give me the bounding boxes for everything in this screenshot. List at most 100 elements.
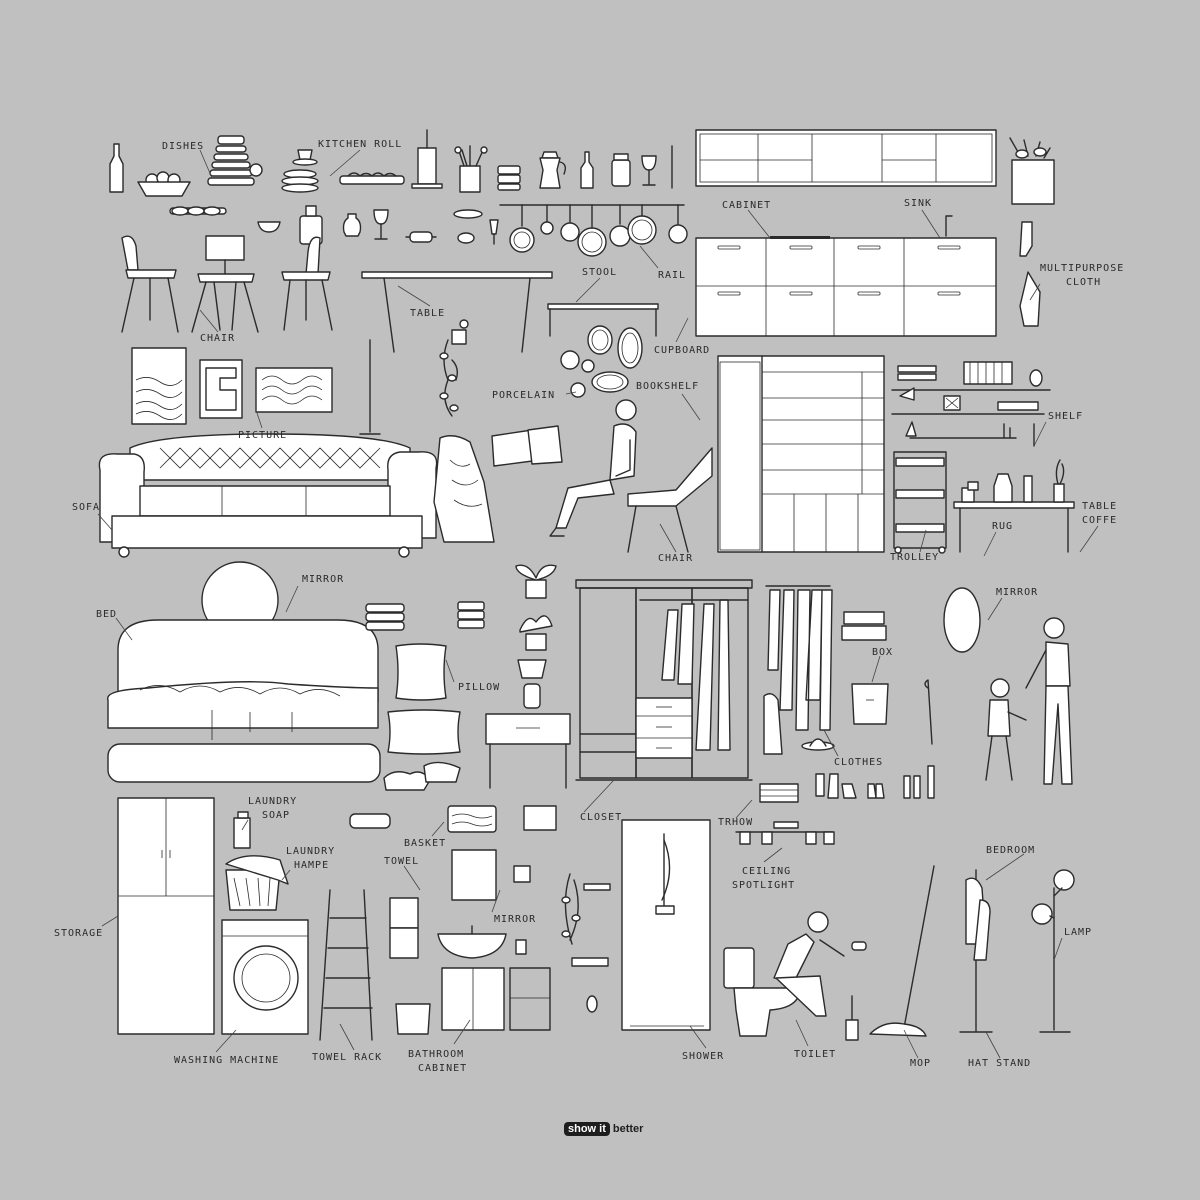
oval-mirror xyxy=(943,587,981,653)
table-lamp-icon xyxy=(517,659,547,709)
label-bedroom: BEDROOM xyxy=(986,845,1035,856)
label-cabinet: CABINET xyxy=(722,200,771,211)
trolley xyxy=(893,451,947,554)
armchair-icon xyxy=(627,447,713,553)
label-chair-2: CHAIR xyxy=(658,553,693,564)
label-sink: SINK xyxy=(904,198,932,209)
leader-lines xyxy=(97,149,1099,1059)
kitchen-cabinet xyxy=(695,215,997,337)
kitchen-roll-icon xyxy=(411,129,443,189)
bed xyxy=(107,619,381,783)
champagne-glass-icon xyxy=(489,219,499,245)
label-cupboard: CUPBOARD xyxy=(654,345,710,356)
picture-frame xyxy=(199,359,243,419)
utensil-holder-icon xyxy=(454,145,488,193)
dining-table xyxy=(361,271,553,353)
label-table-2: TABLE xyxy=(1082,501,1117,512)
kitchen-rail xyxy=(499,204,688,257)
shoe-rack-icon xyxy=(759,783,799,803)
plant-icon xyxy=(439,319,469,417)
toilet-brush-icon xyxy=(845,995,859,1041)
label-shower: SHOWER xyxy=(682,1051,724,1062)
washing-machine xyxy=(221,919,309,1035)
brand-logo-part2: better xyxy=(612,1123,644,1135)
label-mop: MOP xyxy=(910,1058,931,1069)
label-bathroom: BATHROOM xyxy=(408,1049,464,1060)
label-box: BOX xyxy=(872,647,893,658)
label-table: TABLE xyxy=(410,308,445,319)
coat-icon xyxy=(763,693,783,755)
label-laundry-2: LAUNDRY xyxy=(286,846,335,857)
vase-icon xyxy=(342,213,362,237)
person-sitting xyxy=(549,399,637,537)
bookshelf xyxy=(717,355,885,553)
label-stool: STOOL xyxy=(582,267,617,278)
mop-icon xyxy=(869,865,935,1037)
toilet xyxy=(723,947,801,1037)
label-rail: RAIL xyxy=(658,270,686,281)
bottle-icon xyxy=(580,151,594,189)
label-mirror: MIRROR xyxy=(302,574,344,585)
pillow-icon xyxy=(387,643,461,755)
closet xyxy=(575,579,753,781)
label-laundry: LAUNDRY xyxy=(248,796,297,807)
label-coffe: COFFE xyxy=(1082,515,1117,526)
label-rug: RUG xyxy=(992,521,1013,532)
label-shelf: SHELF xyxy=(1048,411,1083,422)
laundry-hamper-icon xyxy=(225,855,289,911)
hanging-clothes xyxy=(765,585,833,731)
label-trhow: TRHOW xyxy=(718,817,753,828)
label-pillow: PILLOW xyxy=(458,682,500,693)
child-person xyxy=(985,678,1027,781)
chair-icon xyxy=(121,235,179,333)
labels: DISHES KITCHEN ROLL CABINET SINK MULTIPU… xyxy=(54,139,1124,1074)
bath-items xyxy=(349,805,557,833)
label-dishes: DISHES xyxy=(162,141,204,152)
wall-shelf xyxy=(891,361,1051,447)
cloth-icon xyxy=(1019,221,1041,327)
label-bookshelf: BOOKSHELF xyxy=(636,381,699,392)
label-spotlight: SPOTLIGHT xyxy=(732,880,795,891)
label-washing-machine: WASHING MACHINE xyxy=(174,1055,279,1066)
boots-icon xyxy=(815,765,935,799)
porcelain-plates xyxy=(560,325,643,398)
hat-stand xyxy=(959,869,993,1033)
label-sofa: SOFA xyxy=(72,502,100,513)
floor-lamp-icon xyxy=(359,339,381,435)
laundry-soap-icon xyxy=(233,811,251,849)
label-ceiling: CEILING xyxy=(742,866,791,877)
fruit-bowl-icon xyxy=(137,171,191,197)
upper-cabinet xyxy=(695,129,997,187)
coffee-table xyxy=(953,459,1075,553)
towel-icon xyxy=(389,897,419,959)
label-soap: SOAP xyxy=(262,810,290,821)
hanging-brush-icon xyxy=(586,995,598,1013)
label-mirror-2: MIRROR xyxy=(996,587,1038,598)
moka-pot-icon xyxy=(539,151,567,189)
label-porcelain: PORCELAIN xyxy=(492,390,555,401)
throw-blanket xyxy=(433,435,495,543)
jar-icon xyxy=(611,153,631,187)
stool-icon xyxy=(547,303,659,337)
toothbrush-cup-icon xyxy=(513,865,531,955)
hat-icon xyxy=(801,738,835,751)
label-mirror-3: MIRROR xyxy=(494,914,536,925)
towel-rack xyxy=(319,889,373,1041)
label-picture: PICTURE xyxy=(238,430,287,441)
person-on-toilet xyxy=(773,911,867,1017)
label-clothes: CLOTHES xyxy=(834,757,883,768)
brand-logo: show it better xyxy=(564,1121,643,1137)
brand-logo-part1: show it xyxy=(564,1122,610,1136)
umbrella-icon xyxy=(924,679,933,745)
mirror-rect xyxy=(451,849,497,901)
label-bed: BED xyxy=(96,609,117,620)
bread-loaf-icon xyxy=(171,206,221,216)
label-storage: STORAGE xyxy=(54,928,103,939)
label-multipurpose: MULTIPURPOSE xyxy=(1040,263,1124,274)
bathroom-cabinet xyxy=(441,967,551,1031)
adult-person xyxy=(1025,617,1073,785)
washbasin-icon xyxy=(437,925,507,959)
basket-icon xyxy=(395,1003,431,1035)
label-chair: CHAIR xyxy=(200,333,235,344)
